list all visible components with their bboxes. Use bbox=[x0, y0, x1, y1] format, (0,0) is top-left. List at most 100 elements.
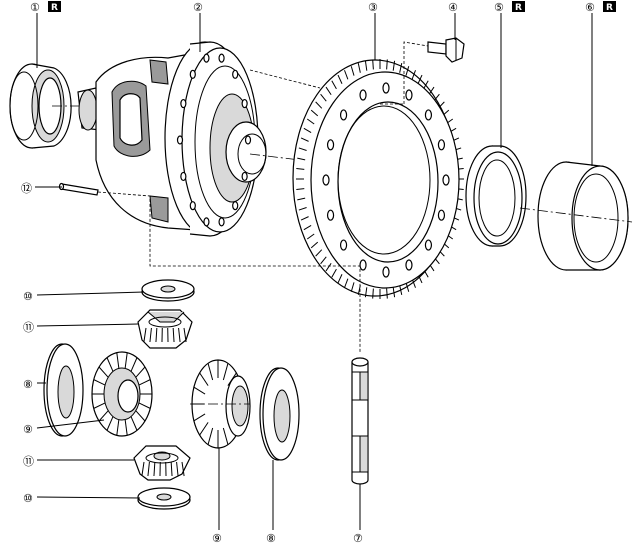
gear-tooth bbox=[350, 282, 355, 292]
callout-11-lower-number: ⑪ bbox=[23, 455, 34, 468]
bolt-hole bbox=[326, 139, 335, 151]
gear-tooth bbox=[143, 327, 147, 343]
gear-tooth bbox=[141, 461, 145, 477]
bolt-hole bbox=[339, 109, 348, 121]
gear-tooth bbox=[315, 101, 323, 109]
flange-hole bbox=[189, 201, 196, 211]
gear-tooth bbox=[350, 66, 355, 76]
gear-tooth bbox=[405, 66, 410, 76]
pinion-mate-gear-upper bbox=[137, 309, 193, 349]
replace-badge-6 bbox=[603, 1, 616, 12]
gear-tooth bbox=[297, 157, 306, 161]
gear-tooth bbox=[372, 288, 374, 299]
adjusting-shim bbox=[465, 145, 527, 247]
bolt-hole bbox=[442, 174, 450, 186]
callout-9-left-number: ⑨ bbox=[23, 423, 33, 436]
bolt-hole bbox=[405, 89, 413, 101]
flange-hole bbox=[180, 171, 187, 182]
gear-tooth bbox=[155, 327, 158, 343]
gear-tooth bbox=[207, 363, 214, 381]
callout-6: ⑥ R bbox=[585, 1, 616, 14]
gear-tooth bbox=[303, 127, 312, 133]
side-gear-washer-left bbox=[43, 343, 84, 437]
callout-1-badge-text: R bbox=[51, 3, 58, 13]
gear-tooth bbox=[93, 402, 106, 409]
callout-11-upper-number: ⑪ bbox=[23, 321, 34, 334]
pinion-mate-shaft bbox=[351, 357, 369, 485]
gear-tooth bbox=[199, 372, 209, 386]
gear-tooth bbox=[392, 287, 396, 298]
callout-10-lower-number: ⑩ bbox=[23, 492, 33, 505]
gear-tooth bbox=[207, 427, 214, 445]
gear-tooth bbox=[98, 366, 109, 378]
gear-tooth bbox=[222, 427, 229, 445]
gear-tooth bbox=[130, 357, 138, 372]
replace-badge-1 bbox=[48, 1, 61, 12]
gear-tooth bbox=[392, 60, 396, 71]
gear-tooth bbox=[296, 168, 305, 170]
side-gear-left bbox=[91, 351, 153, 437]
bolt-hole bbox=[437, 209, 446, 221]
gear-tooth bbox=[337, 74, 343, 84]
flange-hole bbox=[241, 171, 248, 182]
bolt-hole bbox=[322, 174, 330, 186]
bolt-hole bbox=[424, 109, 433, 121]
bolt-hole bbox=[359, 259, 367, 271]
gear-tooth bbox=[320, 93, 327, 102]
bolt-hole bbox=[437, 139, 446, 151]
gear-tooth bbox=[149, 327, 152, 343]
gear-tooth bbox=[310, 241, 319, 249]
gear-tooth bbox=[331, 80, 337, 90]
gear-tooth bbox=[222, 363, 229, 381]
gear-tooth bbox=[386, 59, 388, 70]
gear-tooth bbox=[193, 386, 206, 395]
flange-hole bbox=[218, 217, 225, 227]
callout-12-number: ⑫ bbox=[21, 182, 32, 195]
pinion-mate-gear-lower bbox=[133, 445, 191, 481]
gear-tooth bbox=[337, 274, 343, 284]
gear-tooth bbox=[300, 137, 309, 142]
gear-tooth bbox=[298, 147, 307, 152]
gear-tooth bbox=[357, 62, 361, 73]
callout-8-left-number: ⑧ bbox=[23, 378, 33, 391]
callout-10-upper-number: ⑩ bbox=[23, 290, 33, 303]
callout-2-number: ② bbox=[193, 1, 203, 14]
gear-tooth bbox=[138, 402, 151, 409]
gear-tooth bbox=[183, 327, 187, 343]
gear-tooth bbox=[106, 416, 114, 431]
ring-gear-bolt bbox=[380, 37, 465, 105]
gear-tooth bbox=[364, 60, 368, 71]
flange-hole bbox=[203, 217, 210, 227]
differential-case bbox=[77, 41, 301, 237]
gear-tooth bbox=[199, 422, 209, 436]
gear-tooth bbox=[411, 70, 416, 80]
gear-tooth bbox=[306, 233, 315, 240]
gear-tooth bbox=[178, 327, 181, 343]
gear-tooth bbox=[310, 109, 319, 117]
gear-tooth bbox=[106, 357, 114, 372]
gear-tooth bbox=[153, 461, 156, 477]
callout-6-badge-text: R bbox=[606, 3, 613, 13]
gear-tooth bbox=[138, 379, 151, 386]
bolt-hole bbox=[424, 239, 433, 251]
gear-tooth bbox=[386, 288, 388, 299]
ring-gear bbox=[249, 59, 464, 299]
gear-tooth bbox=[124, 419, 128, 436]
gear-tooth bbox=[93, 379, 106, 386]
flange-hole bbox=[203, 53, 210, 63]
gear-tooth bbox=[417, 74, 423, 84]
gear-tooth bbox=[135, 366, 146, 378]
leader-lines bbox=[35, 13, 593, 530]
pinion-thrust-washer-lower bbox=[137, 487, 191, 510]
gear-tooth bbox=[331, 268, 337, 278]
gear-tooth bbox=[176, 461, 179, 477]
side-gear-right bbox=[190, 359, 251, 449]
bolt-hole bbox=[405, 259, 413, 271]
callout-1: ① R bbox=[30, 1, 61, 14]
gear-tooth bbox=[181, 461, 185, 477]
bolt-hole bbox=[339, 239, 348, 251]
bolt-hole bbox=[382, 266, 390, 278]
callout-3-number: ③ bbox=[368, 1, 378, 14]
